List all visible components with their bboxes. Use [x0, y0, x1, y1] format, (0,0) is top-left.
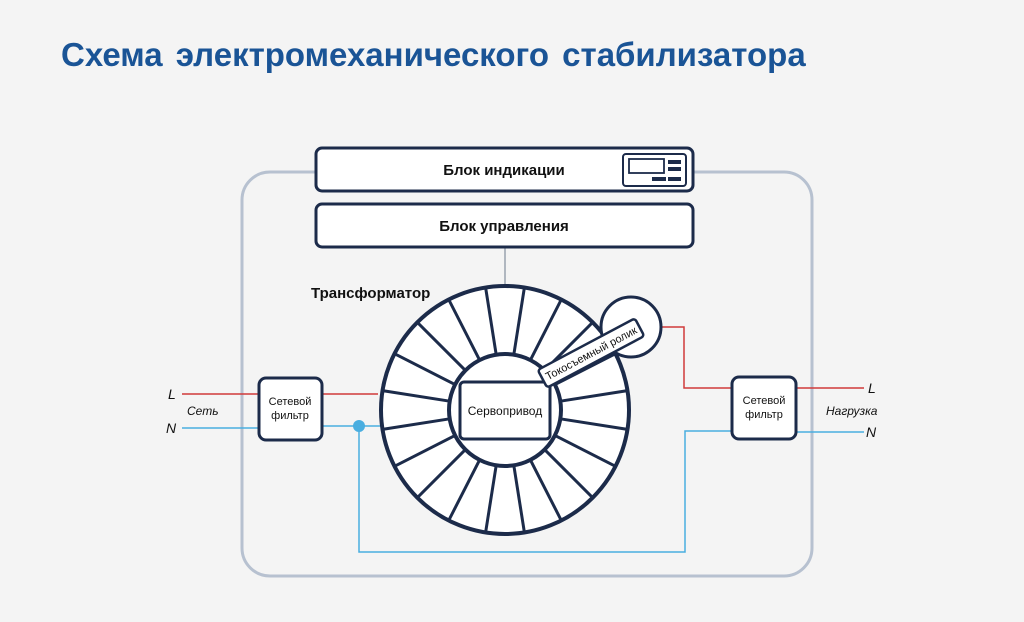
winding-segment [447, 459, 481, 522]
winding-segment [560, 389, 628, 403]
left-filter-box [257, 376, 324, 442]
control-label: Блок управления [439, 218, 569, 235]
control-block [314, 202, 695, 249]
winding-segment [560, 417, 628, 431]
winding-segment [512, 287, 526, 355]
winding-segment [529, 459, 563, 522]
left-filter-label-line1: Сетевой [269, 396, 312, 408]
winding-segment [543, 448, 594, 499]
page-title: Схема электромеханического стабилизатора [61, 36, 806, 73]
right-filter-label-line2: фильтр [745, 409, 783, 421]
roller-phase-wire [657, 326, 732, 389]
right-filter-box [730, 375, 798, 441]
winding-segment [484, 287, 498, 355]
right-filter-label-line1: Сетевой [743, 395, 786, 407]
indication-label: Блок индикации [443, 162, 565, 179]
neutral-junction-dot [353, 420, 365, 432]
winding-segment [484, 465, 498, 533]
right-n-terminal: N [866, 424, 877, 440]
left-filter-label-line2: фильтр [271, 410, 309, 422]
winding-segment [529, 298, 563, 361]
transformer-winding [382, 287, 628, 533]
left-l-terminal: L [168, 386, 176, 402]
transformer-label: Трансформатор [311, 285, 430, 302]
winding-segment [382, 417, 450, 431]
display-panel-icon [622, 153, 687, 187]
winding-segment [416, 321, 467, 372]
neutral-bypass-wire [358, 426, 732, 553]
right-l-terminal: L [868, 380, 876, 396]
left-n-terminal: N [166, 420, 177, 436]
winding-segment [416, 448, 467, 499]
left-network-caption: Сеть [187, 404, 219, 418]
indication-block [314, 146, 695, 193]
servo-box [458, 380, 552, 441]
winding-segment [393, 434, 456, 468]
winding-segment [393, 352, 456, 386]
winding-segment [554, 434, 617, 468]
servo-label: Сервопривод [468, 404, 542, 418]
right-load-caption: Нагрузка [826, 404, 878, 418]
winding-segment [382, 389, 450, 403]
winding-segment [512, 465, 526, 533]
winding-segment [447, 298, 481, 361]
